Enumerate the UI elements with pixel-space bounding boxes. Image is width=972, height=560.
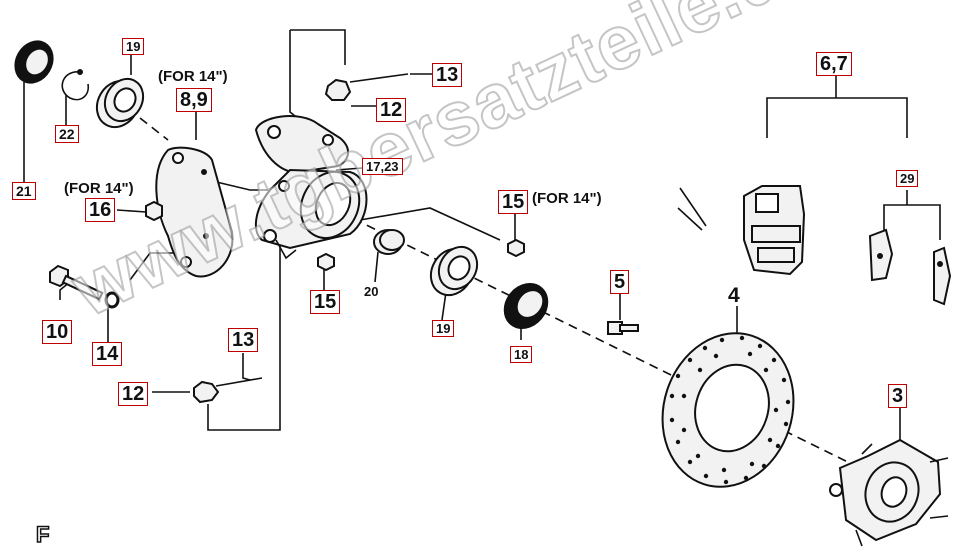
callout-19-right: 19	[432, 320, 455, 337]
nut-part-16	[145, 200, 163, 222]
brake-caliper-part-6-7	[677, 185, 806, 276]
callout-12-upper: 12	[376, 98, 407, 122]
wheel-hub-part-3	[829, 438, 949, 547]
callout-20: 20	[364, 284, 379, 299]
castle-nut-part-12-lower	[193, 377, 263, 404]
bolt-part-15-lower	[317, 252, 335, 272]
callout-3: 3	[888, 384, 908, 408]
note-for-14-left: (FOR 14")	[64, 180, 134, 197]
washer-part-14	[104, 291, 120, 309]
bearing-part-19-right	[429, 245, 479, 297]
callout-17-23: 17,23	[362, 158, 403, 175]
callout-18: 18	[510, 346, 533, 363]
oil-seal-part-18	[503, 283, 549, 329]
brake-disc-part-4	[661, 332, 795, 488]
front-direction-mark: F	[35, 521, 50, 548]
callout-12-lower: 12	[118, 382, 149, 406]
callout-6-7: 6,7	[816, 52, 852, 76]
callout-5: 5	[610, 270, 630, 294]
brake-pads-part-29	[868, 228, 952, 306]
note-for-14-right: (FOR 14")	[532, 190, 602, 207]
callout-8-9: 8,9	[176, 88, 212, 112]
callout-13-lower: 13	[228, 328, 259, 352]
bolt-part-15-upper	[507, 238, 525, 258]
callout-19-left: 19	[122, 38, 145, 55]
callout-15-lower: 15	[310, 290, 341, 314]
knuckle-part-17-23	[254, 115, 368, 260]
spacer-part-20	[373, 229, 405, 255]
callout-13-upper: 13	[432, 63, 463, 87]
callout-22: 22	[55, 125, 79, 143]
bolt-part-10	[49, 264, 104, 301]
oil-seal-part-21	[14, 40, 54, 84]
caliper-bracket-part-8-9	[155, 146, 234, 278]
bolt-part-5	[607, 321, 639, 335]
callout-15-upper: 15	[498, 190, 529, 214]
leader-lines	[23, 29, 941, 455]
snap-ring-part-22	[61, 69, 90, 101]
callout-14: 14	[92, 342, 123, 366]
callout-16: 16	[85, 198, 116, 222]
callout-10: 10	[42, 320, 73, 344]
bearing-part-19-left	[95, 77, 145, 129]
callout-21: 21	[12, 182, 36, 200]
callout-4: 4	[728, 284, 740, 307]
note-for-14-top: (FOR 14")	[158, 68, 228, 85]
callout-29: 29	[896, 170, 919, 187]
castle-nut-part-12-upper	[324, 73, 409, 101]
